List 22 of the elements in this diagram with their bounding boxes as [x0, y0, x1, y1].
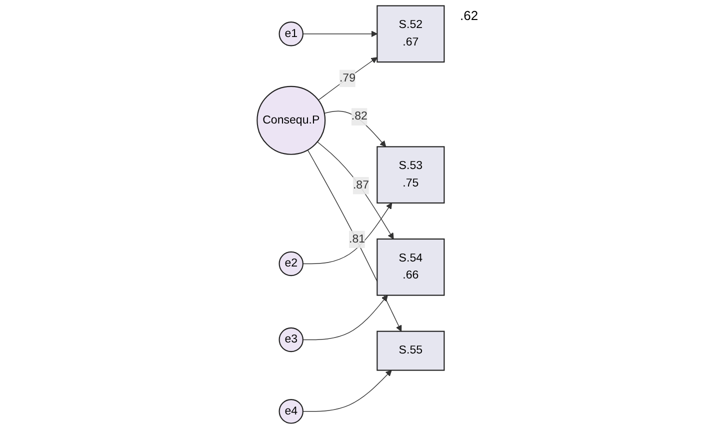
node-box: S.55: [376, 330, 446, 371]
edge-label: .82: [352, 110, 368, 123]
arrow: [318, 57, 378, 100]
arrow: [302, 30, 378, 38]
arrow: [302, 370, 392, 412]
arrow: [317, 142, 394, 240]
arrow: [308, 150, 402, 332]
edge-label: .79: [340, 72, 356, 84]
node-circle: Consequ.P: [256, 86, 326, 155]
node-box: S.52 .67: [376, 5, 446, 63]
node-circle: e1: [279, 22, 304, 46]
edge-label: .81: [349, 232, 366, 246]
arrow: [302, 294, 388, 340]
arrow: [324, 110, 386, 148]
node-circle: e3: [279, 327, 304, 352]
edge-label: .87: [353, 179, 370, 192]
estimate-value: .62: [460, 8, 478, 23]
node-box: S.54 .66: [376, 238, 446, 296]
node-circle: e2: [279, 251, 304, 276]
node-box: S.53 .75: [376, 146, 446, 204]
node-circle: e4: [279, 399, 304, 424]
arrow: [302, 202, 392, 264]
